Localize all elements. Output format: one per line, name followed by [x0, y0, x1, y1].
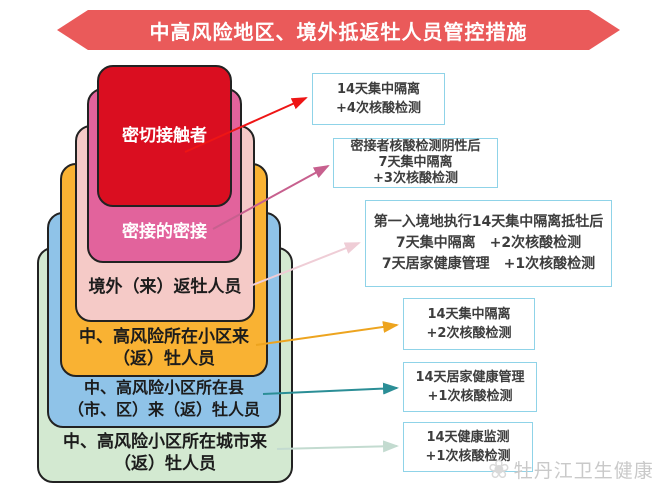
measure-box-close-contacts: 14天集中隔离 +4次核酸检测 — [312, 73, 445, 125]
layer-contacts-of-contacts-label: 密接的密接 — [122, 222, 207, 242]
measure-box-risk-community: 14天集中隔离 +2次核酸检测 — [403, 298, 535, 350]
measure-box-risk-city: 14天健康监测 +1次核酸检测 — [403, 422, 533, 472]
flower-icon: ❀ — [488, 454, 511, 485]
layer-risk-city-label: 中、高风险小区所在城市来 （返）牡人员 — [63, 432, 267, 474]
layer-close-contacts-label: 密切接触者 — [122, 126, 207, 146]
arrow-risk-city — [276, 440, 399, 453]
layer-risk-community-label: 中、高风险所在小区来 （返）牡人员 — [79, 327, 249, 369]
measure-box-risk-county: 14天居家健康管理 +1次核酸检测 — [403, 362, 537, 412]
watermark: ❀ 牡丹江卫生健康 — [488, 456, 654, 483]
page-title: 中高风险地区、境外抵返牡人员管控措施 — [149, 19, 528, 44]
layer-overseas-returnees-label: 境外（来）返牡人员 — [88, 277, 242, 297]
title-banner: 中高风险地区、境外抵返牡人员管控措施 — [57, 10, 620, 50]
layer-risk-county-label: 中、高风险小区所在县 （市、区）来（返）牡人员 — [67, 378, 260, 419]
measure-box-contacts-of-contacts: 密接者核酸检测阴性后 7天集中隔离 +3次核酸检测 — [333, 138, 498, 188]
watermark-text: 牡丹江卫生健康 — [513, 460, 654, 482]
layer-close-contacts: 密切接触者 — [97, 65, 232, 207]
measure-box-overseas-returnees: 第一入境地执行14天集中隔离抵牡后 7天集中隔离 +2次核酸检测 7天居家健康管… — [365, 200, 612, 287]
